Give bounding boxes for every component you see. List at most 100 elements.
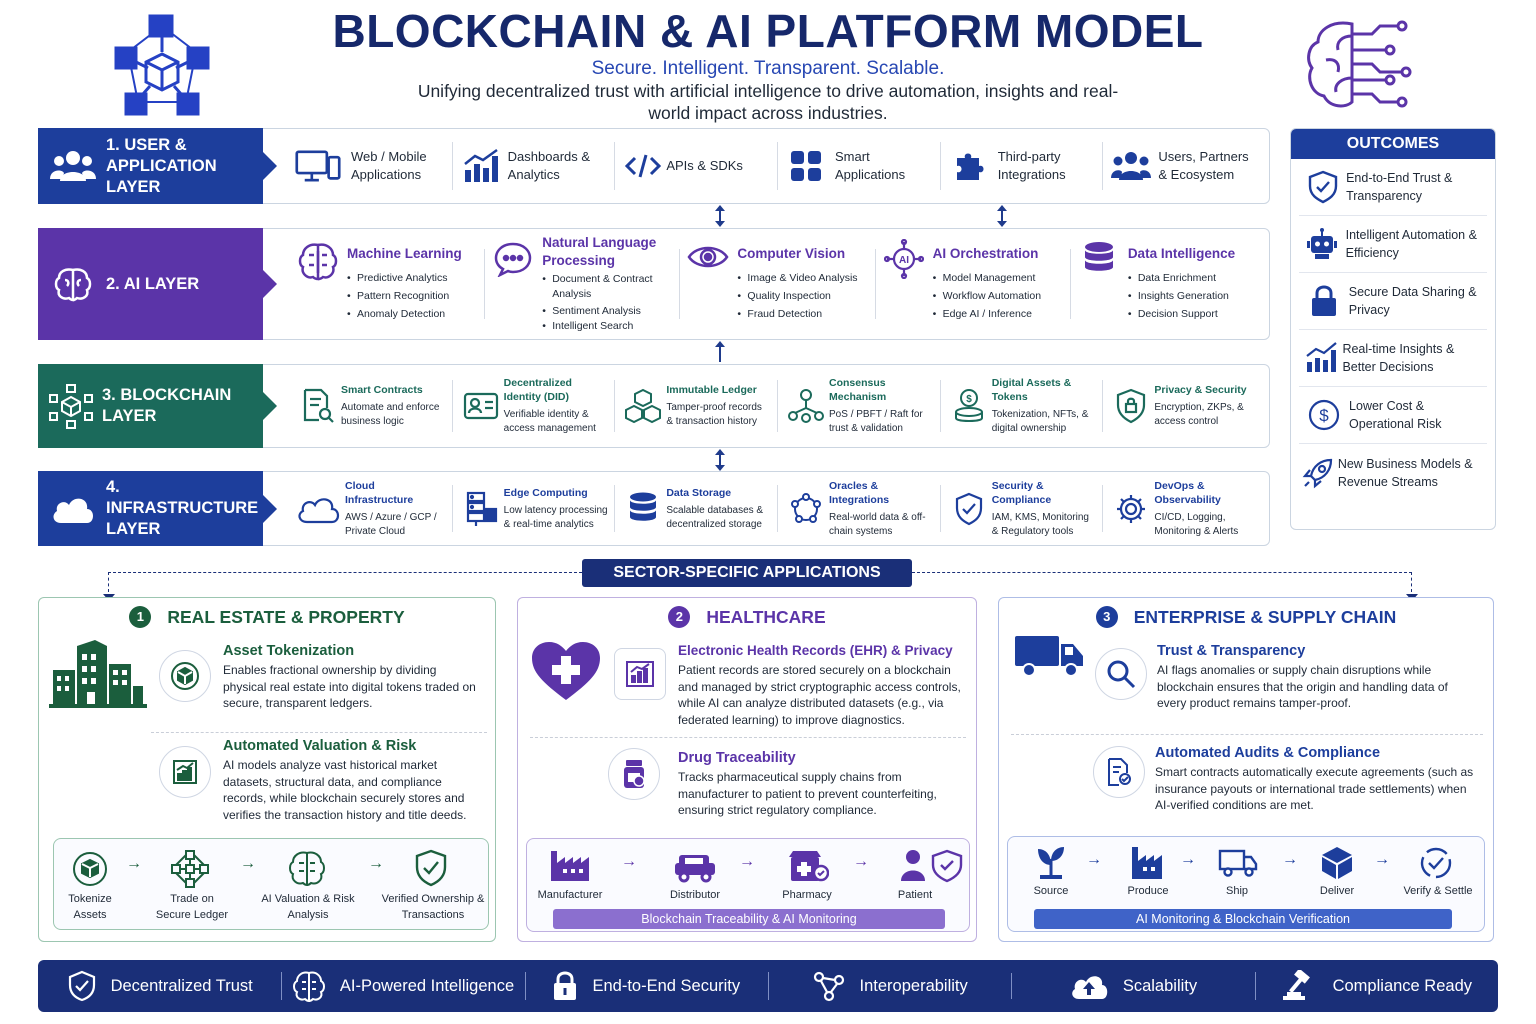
user-item[interactable]: APIs & SDKs [614,129,777,203]
panel-number: 2 [668,606,691,628]
pill-bottle-icon [608,748,660,800]
flow-step-label: AI Valuation & Risk Analysis [261,893,355,921]
tagline: Secure. Intelligent. Transparent. Scalab… [591,58,945,79]
shield-check-icon [946,492,992,526]
user-item[interactable]: Third-party Integrations [939,129,1103,203]
flow-step-label: Manufacturer [537,889,603,901]
truck-icon [1015,634,1085,683]
infra-item-title: Security & Compliance [991,479,1052,506]
cloud-icon [48,489,98,529]
dashed-connector [912,572,1412,573]
ai-item-title: Natural Language Processing [542,235,657,268]
ai-item-data-intelligence[interactable]: Data IntelligenceData EnrichmentInsights… [1069,229,1265,339]
sub-desc: Smart contracts automatically execute ag… [1155,765,1474,812]
panel-title: ENTERPRISE & SUPPLY CHAIN [1133,606,1397,627]
infra-item-desc: Real-world data & off-chain systems [829,511,926,537]
panel-number: 3 [1095,606,1118,628]
ai-item-bullet: Predictive Analytics [347,269,462,287]
sub-title: Asset Tokenization [223,643,355,659]
bc-item-did[interactable]: Decentralized Identity (DID)Verifiable i… [451,365,615,447]
flow-step-label: Trade on Secure Ledger [155,893,229,921]
sub-desc: Enables fractional ownership by dividing… [223,663,476,710]
outcome-item: End-to-End Trust & Transparency [1299,159,1487,216]
ai-item-bullet: Image & Video Analysis [737,269,857,287]
ai-item-computer-vision[interactable]: Computer VisionImage & Video AnalysisQua… [679,229,874,339]
blockchain-cube-icon [48,384,94,429]
ai-item-bullet: Edge AI / Inference [933,305,1041,323]
outcome-label: New Business Models & Revenue Streams [1337,456,1473,489]
bar-chart-icon [458,148,504,184]
blockchain-layer-title: 3. BLOCKCHAIN LAYER [102,386,232,425]
ship-truck-icon [1218,847,1258,884]
outcomes-panel: OUTCOMES End-to-End Trust & Transparency… [1290,128,1496,530]
cloud-outline-icon [295,494,341,524]
flow-step-label: Patient [897,889,933,901]
healthcare-flow-bar: Blockchain Traceability & AI Monitoring [553,909,945,929]
infra-item-title: Data Storage [666,486,732,499]
sub-title: Trust & Transparency [1157,643,1306,659]
ai-item-bullet: Document & Contract Analysis [542,272,673,302]
ai-item-machine-learning[interactable]: Machine LearningPredictive AnalyticsPatt… [289,229,484,339]
user-item[interactable]: Web / Mobile Applications [289,129,452,203]
lock-icon [1299,284,1349,318]
outcome-label: End-to-End Trust & Transparency [1346,171,1453,203]
blockchain-layer-label: 3. BLOCKCHAIN LAYER [38,364,277,448]
consensus-nodes-icon [783,388,829,424]
factory-icon [1128,845,1168,886]
user-item[interactable]: Users, Partners & Ecosystem [1102,129,1265,203]
arrow-right-icon: → [1180,851,1196,868]
brain-circuit-icon [295,241,341,281]
chat-bubble-icon [490,241,536,277]
user-item-label: APIs & SDKs [666,158,743,173]
panel-header: 2 HEALTHCARE [518,606,976,628]
valuation-chart-icon [159,746,211,798]
bc-item-desc: PoS / PBFT / Raft for trust & validation [829,409,923,434]
chart-report-icon [614,648,666,700]
arrow-right-icon: → [368,855,384,872]
eye-icon [685,243,731,271]
infrastructure-layer: 4. INFRASTRUCTURE LAYER Cloud Infrastruc… [38,471,1270,546]
user-item-label: Smart Applications [835,149,906,182]
pharmacy-icon [789,849,830,888]
user-item-label: Third-party Integrations [997,149,1066,182]
patient-shield-icon [899,849,965,888]
shield-check-icon [414,849,448,892]
outcome-item: Secure Data Sharing & Privacy [1299,273,1487,330]
ai-layer-items: Machine LearningPredictive AnalyticsPatt… [289,229,1265,339]
user-item[interactable]: Dashboards & Analytics [451,129,615,203]
sub-title: Automated Valuation & Risk [223,738,417,754]
factory-icon [549,849,591,888]
user-application-layer: 1. USER & APPLICATION LAYER Web / Mobile… [38,128,1270,204]
connector-arrow [714,449,726,476]
flow-step-label: Source [1033,885,1069,897]
user-item[interactable]: Smart Applications [777,129,940,203]
token-cube-icon [72,851,108,892]
real-estate-panel: 1 REAL ESTATE & PROPERTY Asset Tokenizat… [38,597,496,942]
asset-tokenization: Asset Tokenization Enables fractional ow… [223,642,483,712]
sub-desc: AI models analyze vast historical market… [223,758,467,822]
infra-item-title: Cloud Infrastructure [345,479,414,506]
flow-step-label: Tokenize Assets [68,893,112,921]
ai-layer: 2. AI LAYER Machine LearningPredictive A… [38,228,1270,340]
footer-label: AI-Powered Intelligence [339,976,515,995]
ai-item-title: Computer Vision [737,246,846,261]
shield-check-icon [67,970,97,1002]
ai-item-nlp[interactable]: Natural Language ProcessingDocument & Co… [484,229,679,339]
automated-valuation: Automated Valuation & Risk AI models ana… [223,737,487,823]
flow-step-label: Verified Ownership & Transactions [381,893,485,921]
